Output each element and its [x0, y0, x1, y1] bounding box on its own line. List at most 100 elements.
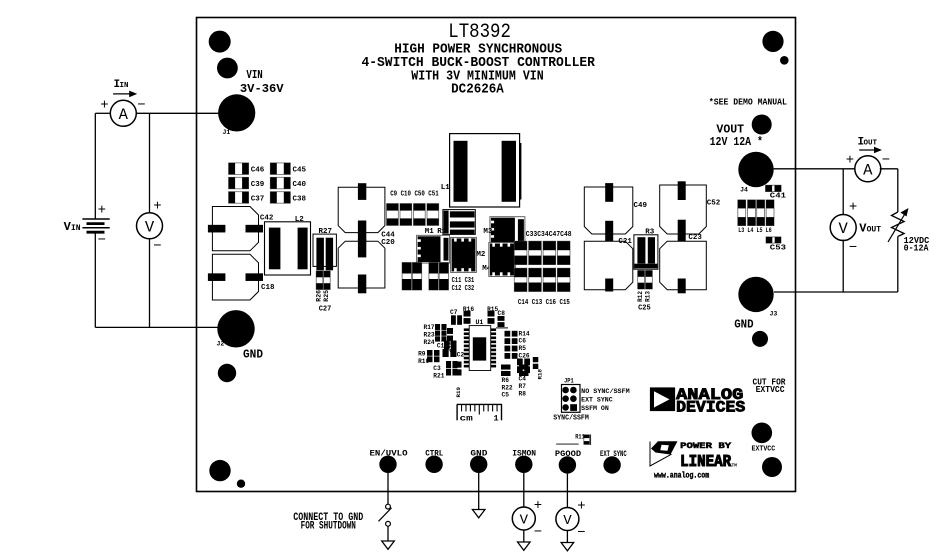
svg-text:−: −	[137, 97, 145, 113]
svg-text:cm: cm	[460, 413, 473, 423]
svg-text:DEVICES: DEVICES	[676, 398, 746, 416]
svg-text:C26: C26	[519, 352, 530, 359]
svg-text:R9: R9	[418, 351, 426, 358]
svg-text:+: +	[846, 153, 854, 169]
svg-text:M4: M4	[482, 265, 492, 273]
svg-text:−: −	[882, 153, 890, 169]
svg-text:R6: R6	[502, 377, 510, 384]
svg-text:+: +	[100, 97, 108, 113]
svg-text:C1: C1	[437, 342, 445, 349]
svg-text:C39: C39	[251, 181, 265, 189]
svg-text:ISMON: ISMON	[512, 449, 536, 458]
svg-text:−: −	[577, 525, 585, 541]
svg-text:TM: TM	[732, 463, 738, 469]
svg-text:DC2626A: DC2626A	[451, 82, 504, 98]
svg-text:www.analog.com: www.analog.com	[654, 470, 709, 480]
svg-text:R8: R8	[519, 390, 527, 397]
svg-text:C2: C2	[457, 351, 465, 358]
svg-text:−: −	[98, 233, 106, 249]
svg-text:C23: C23	[688, 234, 702, 242]
svg-text:−: −	[849, 240, 857, 256]
svg-text:C52: C52	[707, 199, 721, 207]
svg-text:L3 L4 L5 L6: L3 L4 L5 L6	[738, 227, 772, 234]
svg-text:R22: R22	[502, 384, 513, 391]
svg-text:12VDC: 12VDC	[904, 236, 930, 246]
svg-text:R19: R19	[455, 386, 462, 397]
svg-text:J1: J1	[223, 129, 231, 136]
svg-text:C7: C7	[450, 309, 458, 316]
svg-text:C4: C4	[519, 376, 527, 383]
svg-text:R14: R14	[519, 330, 530, 337]
svg-text:+: +	[534, 498, 542, 514]
svg-text:C18: C18	[261, 284, 275, 292]
svg-text:R13: R13	[644, 291, 651, 302]
svg-text:C9 C10 C50 C51: C9 C10 C50 C51	[390, 190, 439, 198]
svg-text:R18: R18	[536, 368, 543, 379]
svg-text:C28: C28	[448, 341, 455, 352]
svg-text:R12: R12	[637, 291, 644, 302]
svg-text:I: I	[114, 79, 121, 91]
svg-text:WITH 3V MINIMUM VIN: WITH 3V MINIMUM VIN	[411, 69, 544, 85]
svg-text:GND: GND	[734, 319, 753, 332]
svg-text:V: V	[839, 220, 849, 238]
svg-text:M3: M3	[483, 228, 493, 236]
svg-text:R16: R16	[463, 306, 474, 313]
svg-text:C49: C49	[634, 202, 648, 210]
svg-text:HIGH POWER SYNCHRONOUS: HIGH POWER SYNCHRONOUS	[394, 42, 562, 58]
svg-text:C5: C5	[502, 392, 510, 399]
svg-text:LT8392: LT8392	[448, 21, 511, 44]
svg-text:C42: C42	[260, 215, 274, 223]
svg-text:R7: R7	[519, 383, 527, 390]
svg-text:R3: R3	[645, 228, 655, 236]
svg-text:EN/UVLO: EN/UVLO	[370, 449, 408, 458]
svg-text:IN: IN	[120, 82, 129, 90]
svg-text:C6: C6	[519, 338, 527, 345]
svg-text:C37: C37	[251, 196, 265, 204]
svg-text:VOUT: VOUT	[716, 123, 744, 136]
svg-text:NO SYNC/SSFM: NO SYNC/SSFM	[581, 388, 630, 395]
svg-text:V: V	[520, 513, 529, 529]
svg-text:U1: U1	[476, 319, 484, 326]
svg-text:J3: J3	[770, 311, 778, 318]
svg-text:−: −	[534, 525, 542, 541]
svg-text:C45: C45	[293, 167, 307, 175]
svg-text:SYNC/SSFM: SYNC/SSFM	[553, 414, 589, 422]
svg-text:C14 C13 C16 C15: C14 C13 C16 C15	[518, 299, 570, 307]
svg-text:GND: GND	[243, 348, 263, 362]
svg-text:PGOOD: PGOOD	[555, 450, 581, 459]
svg-text:EXTVCC: EXTVCC	[752, 446, 776, 454]
svg-text:R26: R26	[315, 290, 322, 302]
svg-text:C21: C21	[618, 238, 632, 246]
svg-text:EXT SYNC: EXT SYNC	[581, 396, 613, 403]
svg-text:R5: R5	[519, 345, 527, 352]
svg-text:V: V	[859, 221, 867, 235]
svg-text:C8: C8	[498, 310, 506, 317]
svg-text:C20: C20	[381, 239, 395, 247]
svg-text:4-SWITCH BUCK-BOOST CONTROLLER: 4-SWITCH BUCK-BOOST CONTROLLER	[361, 55, 595, 71]
svg-text:I: I	[858, 137, 865, 149]
svg-text:1: 1	[494, 413, 499, 423]
svg-text:R17: R17	[424, 324, 435, 331]
svg-text:+: +	[577, 499, 585, 515]
svg-text:V: V	[563, 513, 572, 529]
svg-text:R21: R21	[433, 372, 444, 379]
svg-text:CONNECT TO GND: CONNECT TO GND	[293, 512, 363, 524]
svg-text:C53: C53	[770, 244, 786, 252]
svg-text:IN: IN	[71, 224, 81, 233]
svg-text:CUT FOR: CUT FOR	[753, 377, 787, 387]
svg-text:C3: C3	[433, 365, 441, 372]
svg-text:+: +	[98, 203, 106, 219]
svg-text:+: +	[153, 199, 161, 215]
svg-text:LINEAR: LINEAR	[680, 452, 731, 471]
svg-text:L2: L2	[295, 216, 305, 224]
svg-text:CTRL: CTRL	[425, 449, 443, 458]
svg-text:A: A	[119, 106, 129, 124]
svg-text:EXTVCC: EXTVCC	[756, 385, 786, 395]
svg-text:OUT: OUT	[867, 225, 882, 234]
svg-text:POWER BY: POWER BY	[680, 441, 732, 451]
svg-text:JP1: JP1	[564, 378, 574, 385]
svg-text:C40: C40	[293, 181, 307, 189]
svg-text:C11 C31: C11 C31	[452, 277, 475, 285]
svg-text:C12 C32: C12 C32	[452, 285, 475, 293]
svg-text:R10: R10	[418, 358, 429, 365]
